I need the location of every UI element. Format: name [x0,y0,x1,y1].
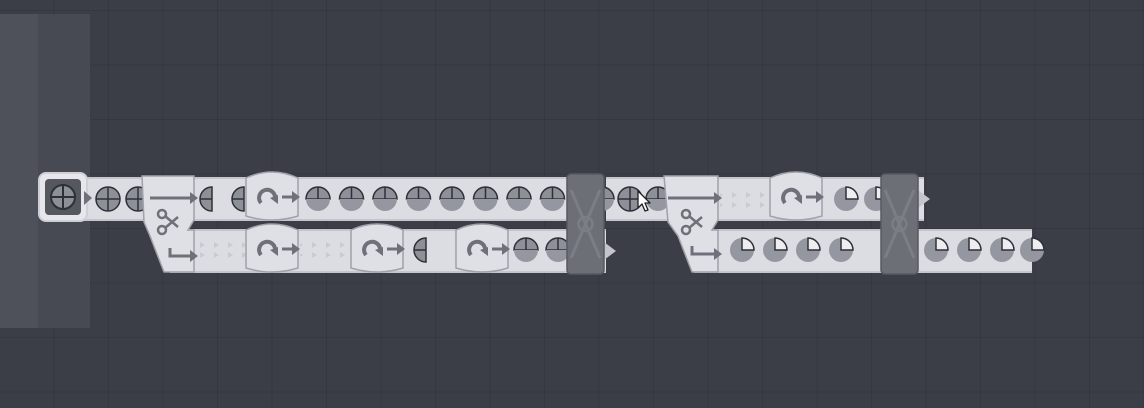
quarter-shape [730,237,755,262]
quarter-shape [796,237,821,262]
half-top-shape [372,186,398,211]
mouse-pointer-icon [637,190,651,212]
half-top-shape [305,186,331,211]
scissors-icon [156,208,179,236]
hub-tile-inner [0,14,38,328]
cutter-building[interactable] [663,175,722,273]
rotate-arrow-icon [362,239,405,257]
full-circle-shape [95,186,121,212]
rotator-building[interactable] [245,171,300,221]
rotator-building[interactable] [245,223,300,273]
rotate-arrow-icon [781,187,824,205]
half-top-shape [338,186,365,211]
rotator-building[interactable] [455,223,510,273]
half-left-shape [413,237,427,263]
half-top-shape [472,186,499,211]
scissors-icon [680,208,703,236]
lower-belt-end-arrow [604,242,616,260]
extractor-building[interactable] [38,172,92,222]
lower-belt-items [413,237,1045,263]
half-left-shape [199,186,213,212]
half-left-shape [231,186,245,212]
balancer-building[interactable] [880,173,919,275]
half-top-shape [506,186,532,211]
quarter-shape [1020,237,1045,262]
quarter-shape [924,237,949,262]
cross-arrows-icon [883,189,916,259]
balancer-building[interactable] [566,173,605,275]
half-top-shape [405,186,432,211]
quarter-shape [990,237,1015,262]
cutter-building[interactable] [141,175,198,273]
circle-cross-shape-icon [50,184,76,210]
half-top-shape [439,186,465,211]
quarter-shape [957,237,982,262]
half-top-shape [513,237,539,262]
rotator-building[interactable] [350,223,405,273]
rotate-arrow-icon [257,187,300,205]
cross-arrows-icon [569,189,602,259]
quarter-shape [829,237,854,262]
half-top-shape [645,186,671,211]
quarter-shape [763,237,788,262]
rotate-arrow-icon [467,239,510,257]
half-top-shape [539,186,566,211]
upper-belt-end-arrow [918,190,930,208]
rotate-arrow-icon [257,239,300,257]
full-circle-shape [617,186,643,212]
quarter-shape [834,186,859,211]
rotator-building[interactable] [769,171,824,221]
